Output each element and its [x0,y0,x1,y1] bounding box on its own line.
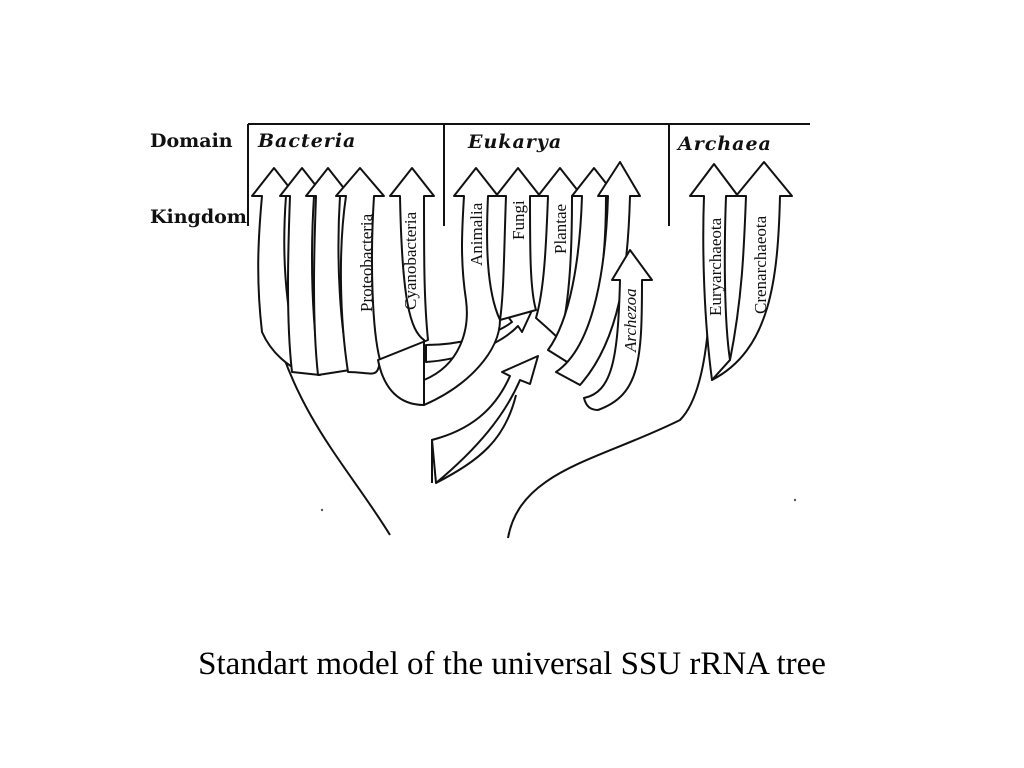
plantae-branch [535,167,583,341]
eukarya-branch-5 [555,161,641,386]
slide-caption: Standart model of the universal SSU rRNA… [198,646,826,682]
scan-speck [320,508,324,512]
domain-eukarya: Eukarya [467,131,562,153]
kingdom-animalia: Animalia [467,202,486,266]
kingdom-row-label: Kingdom [150,206,247,228]
crenarchaeota-branch [711,161,793,381]
domain-archaea: Archaea [676,133,772,155]
fungi-branch [495,167,541,321]
archezoa-branch [583,249,653,411]
domain-row-label: Domain [150,130,233,152]
domain-bracket [247,123,810,226]
kingdom-archezoa: Archezoa [621,288,640,353]
euryarchaeota-branch [689,163,739,381]
scan-speck [793,498,797,502]
kingdom-fungi: Fungi [509,200,528,240]
kingdom-crenarchaeota: Crenarchaeota [751,215,770,314]
kingdom-plantae: Plantae [551,204,570,254]
domain-bacteria: Bacteria [257,130,356,152]
animalia-branch [423,167,501,406]
endosymbiosis-arrow-lower [431,355,539,484]
cyanobacteria-branch [377,167,435,406]
kingdom-cyanobacteria: Cyanobacteria [401,211,420,310]
kingdom-proteobacteria: Proteobacteria [357,213,376,312]
proteobacteria-branch [335,167,385,375]
eukaryal-trunk-base-right [435,394,517,484]
kingdom-euryarchaeota: Euryarchaeota [706,217,725,316]
